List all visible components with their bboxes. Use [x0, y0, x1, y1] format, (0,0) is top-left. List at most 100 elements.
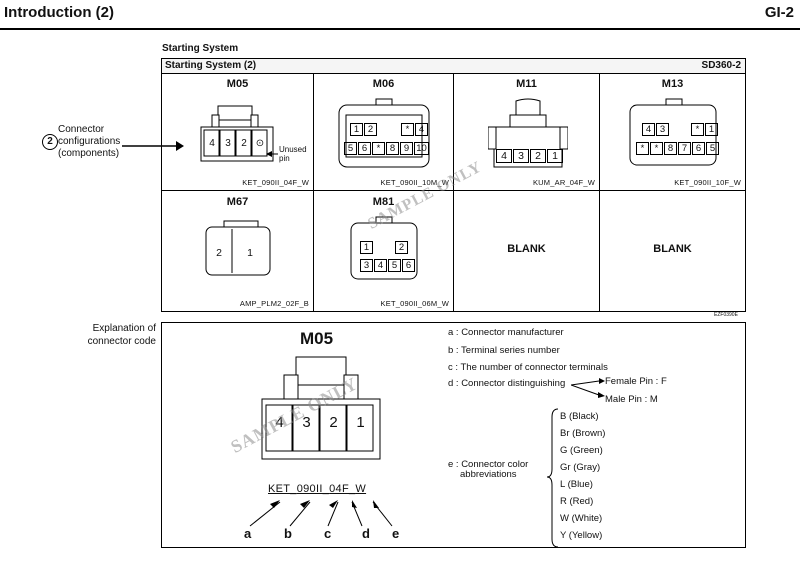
pin: 4	[209, 138, 215, 149]
table-title: Starting System (2)	[165, 60, 257, 71]
connector-m06-bottom-pins: 5 6 * 8 9 10	[344, 142, 429, 155]
pin: *	[650, 142, 663, 155]
connector-table: Starting System (2) SD360-2 M05 4 3 2 ⊙ …	[161, 58, 746, 312]
connector-name: M06	[372, 78, 395, 90]
callout-line-2: configurations	[58, 136, 121, 147]
pin: 2	[241, 138, 247, 149]
callout-number: 2	[42, 134, 58, 150]
connector-m81-top-pins: 1 2	[360, 241, 408, 254]
code-part-c-d: 04F_	[329, 483, 356, 495]
pin: *	[691, 123, 704, 136]
letter-a: a	[244, 526, 252, 541]
color-item: G (Green)	[560, 445, 603, 456]
pin: 2	[364, 123, 377, 136]
legend-e-line-1: e : Connector color	[448, 459, 529, 470]
pin: 4	[642, 123, 655, 136]
connector-m13-bottom-pins: * * 8 7 6 5	[636, 142, 719, 155]
code-part-a: KET_	[268, 483, 297, 495]
connector-code: KET_090II_10F_W	[674, 178, 741, 187]
connector-m13-top-pins: 4 3 * 1	[642, 123, 718, 136]
code-part-b: 090II_	[296, 483, 330, 495]
pin: 2	[329, 414, 338, 431]
pin: *	[636, 142, 649, 155]
connector-m81-bottom-pins: 3 4 5 6	[360, 259, 415, 272]
pin: 2	[530, 149, 546, 163]
connector-cell-m81: M81 1 2 3 4 5 6 KET_090II_06M_W	[314, 191, 454, 311]
example-connector-drawing	[261, 356, 381, 460]
legend-a: a : Connector manufacturer	[448, 327, 564, 338]
callout-line-1: Connector	[58, 124, 105, 135]
pin: *	[372, 142, 385, 155]
color-item: B (Black)	[560, 411, 599, 422]
gap	[374, 241, 394, 254]
connector-cell-blank-2: BLANK	[600, 191, 745, 311]
color-item: Gr (Gray)	[560, 462, 601, 473]
connector-code: AMP_PLM2_02F_B	[239, 299, 309, 308]
connector-cell-m11: M11 4 3 2 1 KUM_AR_04F_W	[454, 73, 600, 191]
connector-cell-m05: M05 4 3 2 ⊙ Unused pin KET_090II_04F_W	[162, 73, 314, 191]
connector-code-example: KET_ 090II_ 04F_ W	[268, 483, 366, 495]
callout-label: Connector configurations (components)	[58, 124, 120, 160]
connector-name: M67	[226, 196, 249, 208]
pin: 2	[395, 241, 408, 254]
connector-m11-drawing	[488, 98, 568, 168]
unused-pin-line-2: pin	[279, 154, 290, 163]
connector-code: KET_090II_04F_W	[242, 178, 309, 187]
connector-code: KUM_AR_04F_W	[532, 178, 595, 187]
explanation-side-label: Explanation of connector code	[86, 322, 156, 348]
legend-d-male: Male Pin : M	[605, 394, 658, 405]
connector-name: M05	[226, 78, 249, 90]
pin: 3	[302, 414, 311, 431]
legend-d-female: Female Pin : F	[605, 376, 667, 387]
color-item: L (Blue)	[560, 479, 593, 490]
connector-name: M13	[661, 78, 684, 90]
pin: 1	[360, 241, 373, 254]
pin: 4	[496, 149, 512, 163]
example-connector-name: M05	[300, 329, 334, 348]
legend-b: b : Terminal series number	[448, 345, 560, 356]
connector-m11-pins: 4 3 2 1	[496, 149, 563, 163]
code-letters: a b c d e	[244, 526, 412, 541]
pin: 5	[344, 142, 357, 155]
pin: 6	[692, 142, 705, 155]
letter-b: b	[284, 526, 292, 541]
connector-name: M11	[516, 78, 537, 90]
connector-cell-m06: M06 1 2 * 4 5 6 * 8 9 10 KET_090II_10M_W	[314, 73, 454, 191]
letter-d: d	[362, 526, 370, 541]
pin: 3	[360, 259, 373, 272]
gap	[670, 123, 690, 136]
pin: 6	[402, 259, 415, 272]
page-title: Introduction (2)	[4, 4, 114, 21]
pin: 2	[216, 247, 222, 259]
pin: 6	[358, 142, 371, 155]
table-ref: SD360-2	[701, 60, 741, 71]
color-item: Br (Brown)	[560, 428, 606, 439]
pin: 8	[386, 142, 399, 155]
pin: 3	[225, 138, 231, 149]
pin: 4	[415, 123, 428, 136]
connector-code: KET_090II_06M_W	[380, 299, 449, 308]
example-connector-pins: 4 3 2 1	[266, 414, 374, 431]
legend-d-arrows	[571, 378, 605, 398]
pin: 1	[247, 247, 253, 259]
connector-m67-drawing	[205, 220, 271, 276]
connector-cell-m13: M13 4 3 * 1 * * 8 7 6 5 KET_090II_10F_W	[600, 73, 745, 191]
connector-m05-pins: 4 3 2 ⊙	[204, 138, 268, 149]
connector-code: KET_090II_10M_W	[380, 178, 449, 187]
color-brace	[546, 408, 559, 548]
pin: 8	[664, 142, 677, 155]
pin: 1	[356, 414, 365, 431]
table-titlebar: Starting System (2) SD360-2	[162, 59, 745, 74]
unused-pin-label: Unused pin	[279, 145, 307, 163]
page-number: GI-2	[764, 4, 794, 21]
pin: 1	[705, 123, 718, 136]
code-part-e: W	[355, 483, 367, 495]
pin: 5	[388, 259, 401, 272]
connector-m06-drawing	[338, 98, 430, 168]
legend-e-line-2: abbreviations	[460, 469, 517, 480]
pin: *	[401, 123, 414, 136]
unused-pin-marker: ⊙	[255, 138, 265, 149]
connector-m06-top-pins: 1 2 * 4	[350, 123, 428, 136]
pin: 3	[513, 149, 529, 163]
pin: 5	[706, 142, 719, 155]
